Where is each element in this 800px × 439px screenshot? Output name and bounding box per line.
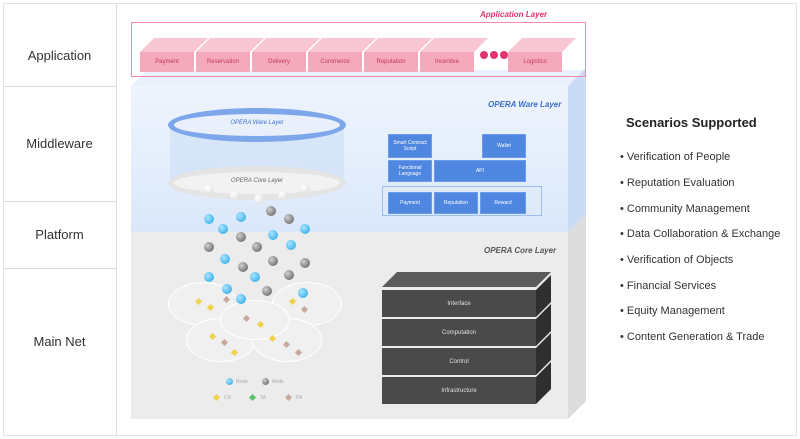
ware-boxes-group-outline: [382, 186, 542, 216]
cylinder-top: [168, 108, 346, 142]
node: [268, 230, 278, 240]
app-block-reputation: Reputation: [364, 52, 418, 72]
node: [262, 286, 272, 296]
row-divider: [3, 86, 116, 87]
column-divider: [116, 3, 117, 436]
cylinder-top-label: OPERA Ware Layer: [230, 120, 284, 126]
cylinder-bottom-label: OPERA Core Layer: [230, 178, 284, 184]
node: [236, 232, 246, 242]
legend-pa-label: PA: [296, 395, 303, 401]
diagram-frame: [3, 3, 797, 436]
node: [222, 284, 232, 294]
app-block-logistics: Logistics: [508, 52, 562, 72]
scenario-item: • Verification of People: [620, 151, 731, 163]
row-label-application: Application: [27, 48, 92, 63]
application-layer-title: Application Layer: [480, 10, 548, 19]
scenario-item: • Content Generation & Trade: [620, 331, 765, 343]
row-label-middleware: Middleware: [26, 136, 93, 151]
scenario-item: • Equity Management: [620, 305, 725, 317]
app-block-commerce: Commerce: [308, 52, 362, 72]
node: [236, 294, 246, 304]
legend-ta-label: TA: [260, 395, 267, 401]
node: [300, 224, 310, 234]
legend-node-blue-label: Node: [236, 379, 248, 385]
core-layer-title: OPERA Core Layer: [484, 246, 557, 255]
reputation-box: Reputation: [434, 192, 478, 214]
legend-node-gray-label: Node: [272, 379, 284, 385]
core-stack-top: [382, 272, 551, 287]
row-label-platform: Platform: [35, 227, 84, 242]
node: [238, 262, 248, 272]
node: [286, 240, 296, 250]
ellipsis-dot: [500, 51, 508, 59]
scenario-item: • Community Management: [620, 203, 750, 215]
node: [230, 190, 240, 200]
smart-contract-box: Smart Contract Script: [388, 134, 432, 158]
node: [204, 214, 214, 224]
reward-box: Reward: [480, 192, 526, 214]
scenario-item: • Data Collaboration & Exchange: [620, 228, 781, 240]
node: [284, 270, 294, 280]
ware-layer-title: OPERA Ware Layer: [488, 100, 562, 109]
scenarios-title: Scenarios Supported: [626, 115, 757, 130]
application-layer-outline: [131, 22, 586, 77]
node: [268, 256, 278, 266]
node: [204, 184, 214, 194]
node: [236, 212, 246, 222]
node: [266, 206, 276, 216]
row-divider: [3, 201, 116, 202]
row-label-main-net: Main Net: [33, 334, 86, 349]
core-panel-side: [568, 214, 586, 419]
app-block-reservation: Reservation: [196, 52, 250, 72]
legend-ca-label: CA: [224, 395, 231, 401]
node: [300, 184, 310, 194]
node: [298, 288, 308, 298]
api-box: API: [434, 160, 526, 182]
node: [252, 242, 262, 252]
payment-box: Payment: [388, 192, 432, 214]
node: [300, 258, 310, 268]
node: [284, 214, 294, 224]
node: [220, 254, 230, 264]
core-stack-computation: Computation: [382, 319, 536, 346]
node: [218, 224, 228, 234]
row-divider: [3, 268, 116, 269]
node: [278, 190, 288, 200]
scenario-item: • Financial Services: [620, 280, 717, 292]
node: [204, 242, 214, 252]
core-stack-infrastructure: Infrastructure: [382, 377, 536, 404]
functional-language-box: Functional Language: [388, 160, 432, 182]
network-cluster: [220, 300, 290, 340]
node: [204, 272, 214, 282]
app-block-incentive: Incentive: [420, 52, 474, 72]
node: [254, 194, 264, 204]
ware-panel-side: [568, 68, 586, 232]
ellipsis-dot: [480, 51, 488, 59]
core-stack-control: Control: [382, 348, 536, 375]
ellipsis-dot: [490, 51, 498, 59]
wallet-box: Wallet: [482, 134, 526, 158]
scenario-item: • Reputation Evaluation: [620, 177, 735, 189]
scenario-item: • Verification of Objects: [620, 254, 734, 266]
app-block-payment: Payment: [140, 52, 194, 72]
app-block-delivery: Delivery: [252, 52, 306, 72]
legend-node-blue-icon: [226, 378, 233, 385]
legend-node-gray-icon: [262, 378, 269, 385]
core-stack-interface: Interface: [382, 290, 536, 317]
node: [250, 272, 260, 282]
